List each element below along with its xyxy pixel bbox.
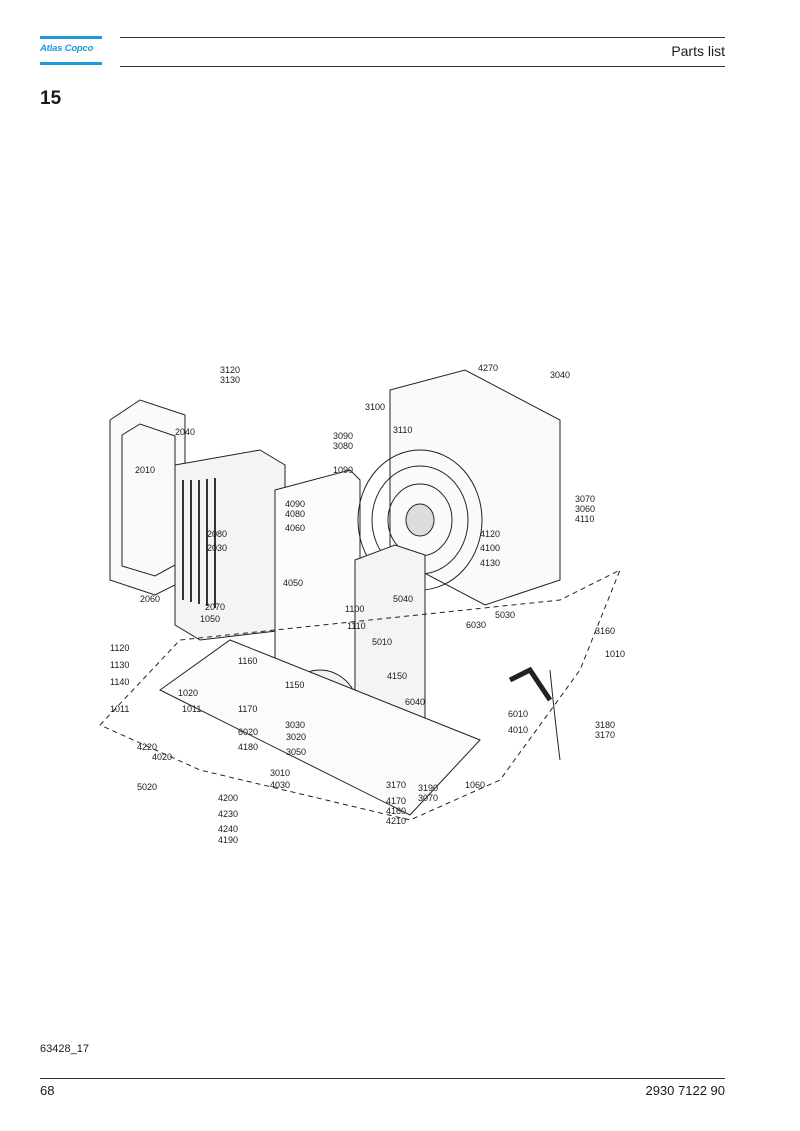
part-callout-4160: 4160 [386,806,406,816]
part-callout-3090: 3090 [333,431,353,441]
part-callout-3030: 3030 [285,720,305,730]
atlas-copco-logo: Atlas Copco [40,36,102,66]
document-number: 2930 7122 90 [645,1083,725,1098]
part-callout-3020: 3020 [286,732,306,742]
part-callout-1020: 1020 [178,688,198,698]
part-callout-3160: 3160 [595,626,615,636]
part-callout-4010: 4010 [508,725,528,735]
part-callout-4020: 4020 [152,752,172,762]
pipe-a [549,669,561,761]
header-top-rule [120,37,725,38]
part-callout-3040: 3040 [550,370,570,380]
part-callout-2060: 2060 [140,594,160,604]
part-callout-5030: 5030 [495,610,515,620]
part-callout-6020: 6020 [238,727,258,737]
part-callout-1150: 1150 [285,680,304,690]
footer-rule [40,1078,725,1079]
part-callout-3190: 3190 [418,783,438,793]
dashed-outline [99,568,621,821]
part-callout-3010: 3010 [270,768,290,778]
cooler-fins [182,478,216,608]
part-callout-4180: 4180 [238,742,258,752]
part-callout-3060: 3060 [575,504,595,514]
part-callout-3070: 3070 [575,494,595,504]
logo-bottom-bar [40,62,102,65]
part-callout-2070: 2070 [205,602,225,612]
part-callout-3050: 3050 [286,747,306,757]
part-callout-1140: 1140 [110,677,129,687]
part-callout-4240: 4240 [218,824,238,834]
part-callout-1050: 1050 [200,614,220,624]
part-callout-4220: 4220 [137,742,157,752]
part-callout-1130: 1130 [110,660,129,670]
part-callout-5010: 5010 [372,637,392,647]
part-callout-4170: 4170 [386,796,406,806]
part-callout-1170: 1170 [238,704,257,714]
part-callout-2030: 2030 [207,543,227,553]
part-callout-4200: 4200 [218,793,238,803]
part-callout-1120: 1120 [110,643,129,653]
part-callout-1010: 1010 [605,649,625,659]
part-callout-2080: 2080 [207,529,227,539]
part-callout-4050: 4050 [283,578,303,588]
part-callout-5040: 5040 [393,594,413,604]
part-callout-4060: 4060 [285,523,305,533]
part-callout-3170: 3170 [386,780,406,790]
part-callout-4120: 4120 [480,529,500,539]
part-callout-3110: 3110 [393,425,412,435]
logo-text: Atlas Copco [40,43,94,54]
part-callout-1160: 1160 [238,656,257,666]
part-callout-6030: 6030 [466,620,486,630]
part-callout-4230: 4230 [218,809,238,819]
part-callout-3170: 3170 [595,730,615,740]
section-number: 15 [40,88,62,109]
part-callout-1011: 1011 [110,704,129,714]
part-callout-4150: 4150 [387,671,407,681]
pipe-b [508,666,553,702]
part-callout-1060: 1060 [465,780,485,790]
part-callout-3080: 3080 [333,441,353,451]
part-callout-4110: 4110 [575,514,594,524]
part-callout-3100: 3100 [365,402,385,412]
part-callout-4030: 4030 [270,780,290,790]
part-callout-4130: 4130 [480,558,500,568]
figure-reference: 63428_17 [40,1043,89,1055]
part-callout-4210: 4210 [386,816,406,826]
part-callout-3180: 3180 [595,720,615,730]
base-frame [159,639,481,816]
part-callout-5020: 5020 [137,782,157,792]
part-callout-4080: 4080 [285,509,305,519]
page-number: 68 [40,1083,55,1098]
part-callout-3070: 3070 [418,793,438,803]
part-callout-4100: 4100 [480,543,500,553]
part-callout-1011: 1011 [182,704,201,714]
part-callout-4090: 4090 [285,499,305,509]
logo-top-bar [40,36,102,39]
header-bottom-rule [120,66,725,67]
part-callout-4270: 4270 [478,363,498,373]
part-callout-3120: 3120 [220,365,240,375]
part-callout-1090: 1090 [333,465,353,475]
part-callout-6040: 6040 [405,697,425,707]
part-callout-4190: 4190 [218,835,238,845]
part-callout-1100: 1100 [345,604,364,614]
part-callout-2040: 2040 [175,427,195,437]
part-callout-2010: 2010 [135,465,155,475]
part-callout-3130: 3130 [220,375,240,385]
part-callout-6010: 6010 [508,709,528,719]
page-title: Parts list [671,43,725,59]
part-callout-1110: 1110 [347,621,366,631]
